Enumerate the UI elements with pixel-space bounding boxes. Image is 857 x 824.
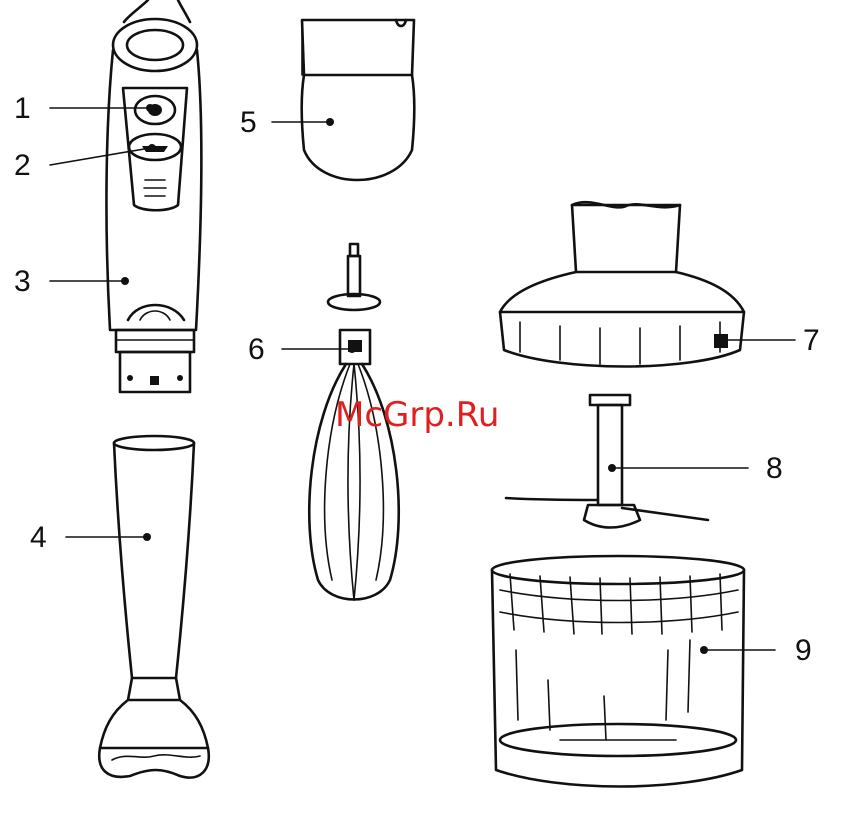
leader-dot-7 — [716, 336, 724, 344]
leader-dot-6 — [348, 345, 356, 353]
callout-4: 4 — [30, 521, 47, 554]
callout-3: 3 — [14, 265, 31, 298]
callout-lines — [50, 104, 795, 654]
callout-8: 8 — [766, 452, 783, 485]
callout-9: 9 — [795, 634, 812, 667]
leader-dot-5 — [326, 118, 334, 126]
callout-7: 7 — [803, 324, 820, 357]
chopper-lid — [500, 202, 744, 366]
cup-cap — [302, 20, 415, 180]
blender-shaft — [99, 436, 209, 778]
leader-dot-1 — [146, 104, 154, 112]
callout-5: 5 — [240, 106, 257, 139]
watermark-text: McGrp.Ru — [335, 395, 499, 435]
leader-dot-2 — [148, 144, 156, 152]
callout-1: 1 — [14, 92, 31, 125]
callout-6: 6 — [248, 333, 265, 366]
chopper-bowl — [492, 556, 744, 787]
motor-unit — [106, 0, 201, 392]
leader-dot-9 — [700, 646, 708, 654]
chopping-blade — [506, 395, 708, 528]
leader-dot-4 — [143, 533, 151, 541]
leader-dot-3 — [121, 277, 129, 285]
callout-2: 2 — [14, 149, 31, 182]
